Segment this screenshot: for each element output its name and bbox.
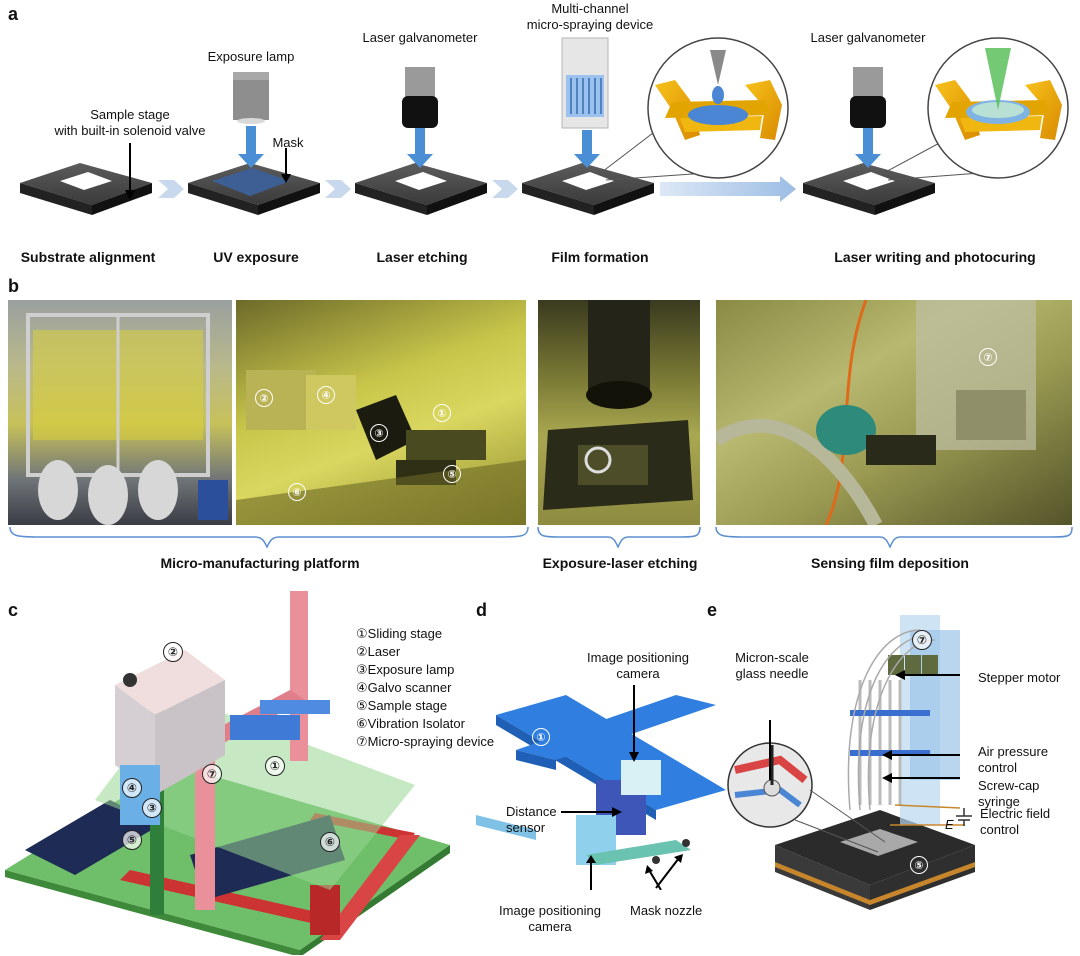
panel-e-letter: e (707, 600, 718, 620)
panel-b-letter: b (8, 276, 19, 296)
e-field-label: Electric field control (980, 806, 1051, 837)
exposure-lamp-label: Exposure lamp (207, 49, 295, 64)
e-syringe-label: Screw-cap syringe (978, 778, 1040, 809)
d-camera-top-label: Image positioning camera (587, 650, 689, 681)
c-marker-1: ① (265, 756, 285, 776)
e-marker-5: ⑤ (910, 856, 928, 874)
photo-marker-3: ③ (370, 424, 388, 442)
photo-platform-interior: ② ④ ① ③ ⑤ ⑥ (236, 300, 526, 525)
legend-spraying: ⑦Micro-spraying device (356, 734, 495, 749)
panel-c-illustration (5, 591, 450, 955)
panel-a-letter: a (8, 4, 19, 24)
caption-deposition: Sensing film deposition (811, 555, 969, 571)
laser-galvo-2-label: Laser galvanometer (810, 30, 926, 45)
mask-label: Mask (272, 135, 304, 150)
e-air-label: Air pressure control (978, 744, 1049, 775)
photo-platform-enclosure (8, 300, 232, 525)
legend-laser: ②Laser (356, 644, 401, 659)
photo-marker-2: ② (255, 389, 273, 407)
c-marker-3: ③ (142, 798, 162, 818)
d-mask-nozzle-label: Mask nozzle (630, 903, 703, 918)
d-camera-bottom-label: Image positioning camera (499, 903, 601, 934)
step-uv-exposure: UV exposure (213, 249, 299, 265)
c-marker-6: ⑥ (320, 832, 340, 852)
step-laser-etching: Laser etching (376, 249, 468, 265)
stage-2 (188, 163, 320, 215)
caption-platform: Micro-manufacturing platform (160, 555, 360, 571)
photo-marker-5: ⑤ (443, 465, 461, 483)
panel-e-illustration (727, 615, 975, 910)
legend-galvo: ④Galvo scanner (356, 680, 452, 695)
photo-marker-4: ④ (317, 386, 335, 404)
panel-b-brackets (9, 526, 1073, 549)
photo-marker-7: ⑦ (979, 348, 997, 366)
e-field-symbol: E (945, 817, 954, 832)
panel-a-illustration (20, 37, 1069, 215)
sample-stage-label: Sample stage with built-in solenoid valv… (54, 107, 206, 138)
c-marker-5: ⑤ (122, 830, 142, 850)
stage-1 (20, 163, 152, 215)
legend-sliding-stage: ①Sliding stage (356, 626, 443, 641)
step-substrate-alignment: Substrate alignment (20, 249, 156, 265)
c-marker-4: ④ (122, 778, 142, 798)
photo-marker-6: ⑥ (288, 483, 306, 501)
stage-5 (803, 163, 935, 215)
c-marker-7: ⑦ (202, 764, 222, 784)
stage-4 (522, 163, 654, 215)
caption-exposure: Exposure-laser etching (542, 555, 698, 571)
panel-c-letter: c (8, 600, 19, 620)
step-laser-writing: Laser writing and photocuring (834, 249, 1036, 265)
legend-exposure-lamp: ③Exposure lamp (356, 662, 455, 677)
d-marker-1: ① (532, 728, 550, 746)
panel-c-legend: ①Sliding stage ②Laser ③Exposure lamp ④Ga… (356, 625, 494, 751)
panel-d-illustration (476, 685, 726, 890)
e-marker-7: ⑦ (912, 630, 932, 650)
d-distance-sensor-label: Distance sensor (506, 804, 557, 835)
legend-isolator: ⑥Vibration Isolator (356, 716, 465, 731)
laser-galvo-1-label: Laser galvanometer (362, 30, 478, 45)
stage-3 (355, 163, 487, 215)
zoom-laser-writing (935, 48, 1062, 140)
step-film-formation: Film formation (551, 249, 649, 265)
multichannel-label: Multi-channel micro-spraying device (526, 1, 654, 32)
e-needle-label: Micron-scale glass needle (735, 650, 809, 681)
e-stepper-label: Stepper motor (978, 670, 1061, 685)
c-marker-2: ② (163, 642, 183, 662)
photo-marker-1: ① (433, 404, 451, 422)
panel-d-letter: d (476, 600, 487, 620)
photo-film-deposition: ⑦ (716, 300, 1072, 525)
photo-exposure-laser (538, 300, 700, 525)
legend-sample-stage: ⑤Sample stage (356, 698, 448, 713)
zoom-film-formation (655, 50, 782, 140)
